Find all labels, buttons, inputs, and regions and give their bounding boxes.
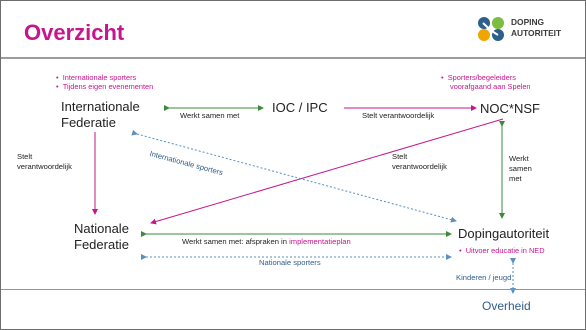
noc-bullet-1: • Sporters/begeleiders — [441, 73, 516, 82]
label-noc-da: Werkt samen met — [509, 154, 532, 183]
header-divider — [1, 57, 585, 59]
slide-title: Overzicht — [24, 20, 125, 45]
label-nationale-sporters: Nationale sporters — [259, 258, 321, 267]
arrow-if-da — [131, 129, 457, 223]
label-ioc-noc: Stelt verantwoordelijk — [362, 111, 435, 120]
node-overheid: Overheid — [482, 299, 531, 313]
node-noc-nsf: NOC*NSF — [480, 101, 540, 116]
label-noc-nf: Stelt verantwoordelijk — [392, 152, 447, 171]
label-kinderen-jeugd: Kinderen / jeugd — [456, 273, 512, 282]
node-internationale-federatie: Internationale Federatie — [61, 99, 140, 130]
node-nationale-federatie: Nationale Federatie — [74, 221, 129, 252]
if-bullet-2: • Tijdens eigen evenementen — [56, 82, 154, 91]
logo-icon — [478, 17, 504, 41]
noc-bullet-2: voorafgaand aan Spelen — [450, 82, 531, 91]
label-if-ioc: Werkt samen met — [180, 111, 240, 120]
label-nf-da: Werkt samen met: afspraken in implementa… — [182, 237, 351, 246]
if-bullets: • Internationale sporters • Tijdens eige… — [56, 73, 153, 91]
node-ioc-ipc: IOC / IPC — [272, 100, 328, 115]
da-bullet: • Uitvoer educatie in NED — [459, 246, 545, 255]
logo-text: DOPING AUTORITEIT — [511, 17, 561, 39]
node-dopingautoriteit: Dopingautoriteit — [458, 226, 550, 241]
logo-line-2: AUTORITEIT — [511, 28, 562, 38]
noc-bullets: • Sporters/begeleiders voorafgaand aan S… — [441, 73, 531, 91]
doping-autoriteit-logo: DOPING AUTORITEIT — [475, 15, 580, 43]
footer-divider — [1, 289, 585, 290]
logo-line-1: DOPING — [511, 17, 545, 27]
label-if-nf: Stelt verantwoordelijk — [17, 152, 72, 171]
if-bullet-1: • Internationale sporters — [56, 73, 137, 82]
